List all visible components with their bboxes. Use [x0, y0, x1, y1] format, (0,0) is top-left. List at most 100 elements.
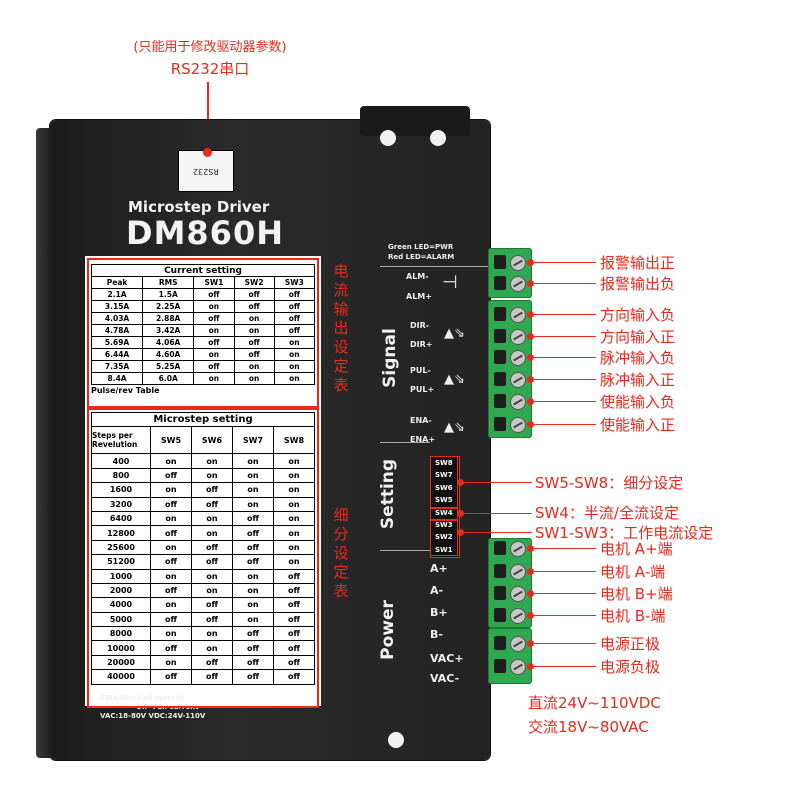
rs232-note: (只能用于修改驱动器参数): [133, 40, 287, 55]
dip-switch-sw3[interactable]: SW3: [435, 521, 453, 529]
terminal-plug: [494, 307, 506, 321]
ena-plus-callout-line: [532, 424, 596, 425]
motor-b-plus-label: 电机 B+端: [600, 585, 673, 603]
dip-switch-sw1[interactable]: SW1: [435, 545, 453, 554]
signal-terminal-block[interactable]: [488, 300, 532, 438]
alarm-minus-callout-dot: [527, 280, 534, 287]
signal-section-title: Signal: [380, 328, 400, 388]
terminal-screw-icon[interactable]: [510, 276, 526, 292]
sw13-callout: SW1-SW3：工作电流设定: [535, 524, 714, 542]
terminal-screw-icon[interactable]: [510, 417, 526, 433]
dip-switch-sw8[interactable]: SW8: [435, 459, 453, 467]
sw58-callout-dot: [457, 479, 464, 486]
mount-tab-top: [360, 106, 470, 136]
terminal-screw-icon[interactable]: [510, 329, 526, 345]
alarm-plus-label: 报警输出正: [600, 254, 676, 272]
b-plus-label: B+: [430, 606, 448, 619]
pul-plus-callout-line: [532, 379, 596, 380]
sw58-highlight: [430, 456, 458, 508]
micro-table-header-cell: SW5: [150, 426, 192, 455]
power-plus-callout-dot: [527, 640, 534, 647]
sw4-note: SW4:On=half current: [100, 694, 184, 702]
terminal-screw-icon[interactable]: [510, 350, 526, 366]
sw13-highlight: [430, 520, 458, 556]
terminal-screw-icon[interactable]: [510, 586, 526, 602]
terminal-screw-icon[interactable]: [510, 372, 526, 388]
rs232-callout-dot: [203, 148, 212, 157]
ena-plus-label: ENA+: [410, 435, 436, 444]
motor-a-minus-label: 电机 A-端: [600, 563, 666, 581]
motor-b-minus-callout-line: [532, 615, 596, 616]
ena-minus-callout-line: [532, 401, 596, 402]
terminal-screw-icon[interactable]: [510, 307, 526, 323]
rs232-port-label: RS232串口: [170, 60, 250, 78]
power-plus-callout-line: [532, 643, 596, 644]
alarm-minus-label: 报警输出负: [600, 275, 676, 293]
dc-voltage-range: 直流24V~110VDC: [528, 694, 661, 712]
rs232-connector[interactable]: RS232: [178, 150, 234, 192]
current-section-label: 电流输出设定表: [333, 262, 349, 394]
terminal-plug: [494, 276, 506, 290]
pul-minus-callout-dot: [527, 354, 534, 361]
dip-switch-sw5[interactable]: SW5: [435, 496, 453, 505]
rs232-connector-label: RS232: [193, 167, 219, 176]
terminal-plug: [494, 417, 506, 431]
terminal-screw-icon[interactable]: [510, 608, 526, 624]
mount-hole-bottom: [388, 732, 404, 748]
terminal-plug: [494, 659, 506, 673]
dir-plus-label: DIR+: [410, 340, 433, 349]
terminal-screw-icon[interactable]: [510, 636, 526, 652]
ena-optocoupler-icon: ▲⇘: [444, 420, 465, 435]
led-red-note: Red LED=ALARM: [388, 253, 455, 261]
terminal-plug: [494, 372, 506, 386]
voltage-note: VAC:18-80V VDC:24V-110V: [100, 712, 206, 720]
dip-switch-sw7[interactable]: SW7: [435, 471, 453, 480]
dip-switch-sw6[interactable]: SW6: [435, 483, 453, 492]
current-table-cell: on: [273, 372, 316, 385]
motor-a-plus-callout-dot: [527, 545, 534, 552]
terminal-screw-icon[interactable]: [510, 394, 526, 410]
pul-plus-callout-dot: [527, 376, 534, 383]
terminal-plug: [494, 586, 506, 600]
dip-switch-sw4[interactable]: SW4: [435, 508, 453, 517]
dir-minus-label: DIR-: [410, 321, 430, 330]
dip-switch-sw2[interactable]: SW2: [435, 533, 453, 542]
terminal-screw-icon[interactable]: [510, 564, 526, 580]
sw58-callout: SW5-SW8：细分设定: [535, 474, 684, 492]
ena-plus-callout-dot: [527, 421, 534, 428]
alarm-minus-callout-line: [532, 283, 596, 284]
dir-plus-callout-dot: [527, 333, 534, 340]
pul-minus-label: 脉冲输入负: [600, 349, 676, 367]
terminal-screw-icon[interactable]: [510, 659, 526, 675]
dir-optocoupler-icon: ▲⇘: [444, 326, 465, 341]
ena-minus-label: 使能输入负: [600, 393, 676, 411]
ena-minus-callout-dot: [527, 398, 534, 405]
current-table-cell: 8.4A: [90, 372, 144, 385]
terminal-screw-icon[interactable]: [510, 255, 526, 271]
terminal-plug: [494, 350, 506, 364]
a-minus-label: A-: [430, 584, 444, 597]
power-minus-label: 电源负极: [600, 658, 661, 676]
mount-hole-top-left: [380, 130, 396, 146]
terminal-plug: [494, 541, 506, 555]
pul-plus-label: PUL+: [410, 385, 435, 394]
motor-a-plus-callout-line: [532, 548, 596, 549]
microstep-table-highlight: [87, 408, 319, 708]
setting-section-title: Setting: [378, 458, 398, 530]
terminal-plug: [494, 394, 506, 408]
vac-minus-label: VAC-: [430, 672, 460, 685]
terminal-screw-icon[interactable]: [510, 541, 526, 557]
panel-divider-top: [380, 266, 490, 267]
